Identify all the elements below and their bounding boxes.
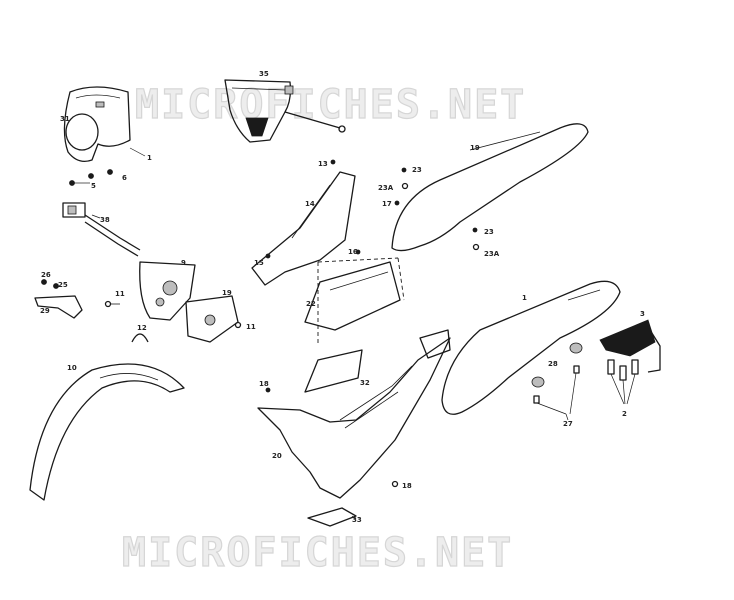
- label-1-upper: 1: [147, 154, 152, 162]
- label-17: 17: [382, 200, 392, 208]
- label-11-left: 11: [115, 290, 125, 298]
- label-3: 3: [640, 310, 645, 318]
- label-16: 16: [348, 248, 358, 256]
- label-12: 12: [137, 324, 147, 332]
- bracket-part-29: [34, 279, 83, 319]
- label-18-lower: 18: [402, 482, 412, 490]
- screw-parts-5-6: [69, 169, 113, 186]
- rear-fender-part-1: [441, 280, 621, 415]
- side-cover-part-14: [251, 171, 356, 286]
- instrument-panel-part-35: [224, 79, 346, 143]
- body-panel-part-20: [257, 329, 451, 499]
- bracket-part-33: [307, 507, 357, 527]
- screw-parts-13-15: [265, 159, 336, 259]
- rear-cowl-part-19: [391, 123, 589, 252]
- label-13: 13: [318, 160, 328, 168]
- label-9: 9: [181, 259, 186, 267]
- fastener-parts-2-27-28: [531, 342, 639, 415]
- footboard-part-16: [304, 249, 405, 345]
- bracket-part-9: [139, 261, 196, 321]
- bracket-part-19: [185, 295, 239, 343]
- watermark-top: MICROFICHES.NET: [135, 82, 526, 128]
- label-14: 14: [305, 200, 315, 208]
- floor-mat-part-32: [304, 349, 363, 393]
- label-35: 35: [259, 70, 269, 78]
- label-19-cowl: 19: [470, 144, 480, 152]
- label-11-right: 11: [246, 323, 256, 331]
- cable-part-38: [62, 202, 141, 257]
- label-20: 20: [272, 452, 282, 460]
- label-23A-upper: 23A: [378, 184, 394, 192]
- label-32: 32: [360, 379, 370, 387]
- label-18-upper: 18: [259, 380, 269, 388]
- label-23-upper: 23: [412, 166, 422, 174]
- front-mudguard-part-10: [29, 363, 185, 501]
- label-38: 38: [100, 216, 110, 224]
- label-6: 6: [122, 174, 127, 182]
- screw-part-11: [104, 300, 242, 329]
- label-29: 29: [40, 307, 50, 315]
- leader-line-27: [565, 413, 569, 421]
- callout-labels: 35 31 1 5 6 38 9 26 25 29 11 19 11 12 10…: [40, 70, 645, 524]
- label-28: 28: [548, 360, 558, 368]
- plate-bracket-part-3: [599, 319, 661, 373]
- label-25: 25: [58, 281, 68, 289]
- label-23A-lower: 23A: [484, 250, 500, 258]
- label-27: 27: [563, 420, 573, 428]
- clip-part-12: [131, 333, 149, 343]
- label-5: 5: [91, 182, 96, 190]
- label-10: 10: [67, 364, 77, 372]
- windscreen-part-31: [63, 86, 146, 163]
- label-15: 15: [254, 259, 264, 267]
- label-26: 26: [41, 271, 51, 279]
- label-22: 22: [306, 300, 316, 308]
- label-2: 2: [622, 410, 627, 418]
- label-23-lower: 23: [484, 228, 494, 236]
- label-33: 33: [352, 516, 362, 524]
- label-1-fender: 1: [522, 294, 527, 302]
- label-31: 31: [60, 115, 70, 123]
- label-19-bracket: 19: [222, 289, 232, 297]
- watermark-bottom: MICROFICHES.NET: [122, 530, 513, 576]
